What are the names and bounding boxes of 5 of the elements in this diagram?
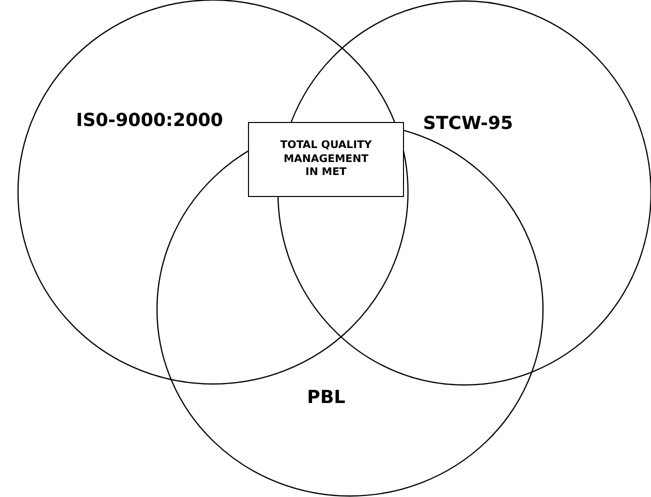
circle-label: STCW-95 [423,113,514,134]
box-label: TOTAL QUALITY MANAGEMENT IN MET [279,139,373,180]
center-box [248,122,404,197]
circle-label: PBL [307,387,346,408]
circle-label: IS0-9000:2000 [76,110,224,131]
